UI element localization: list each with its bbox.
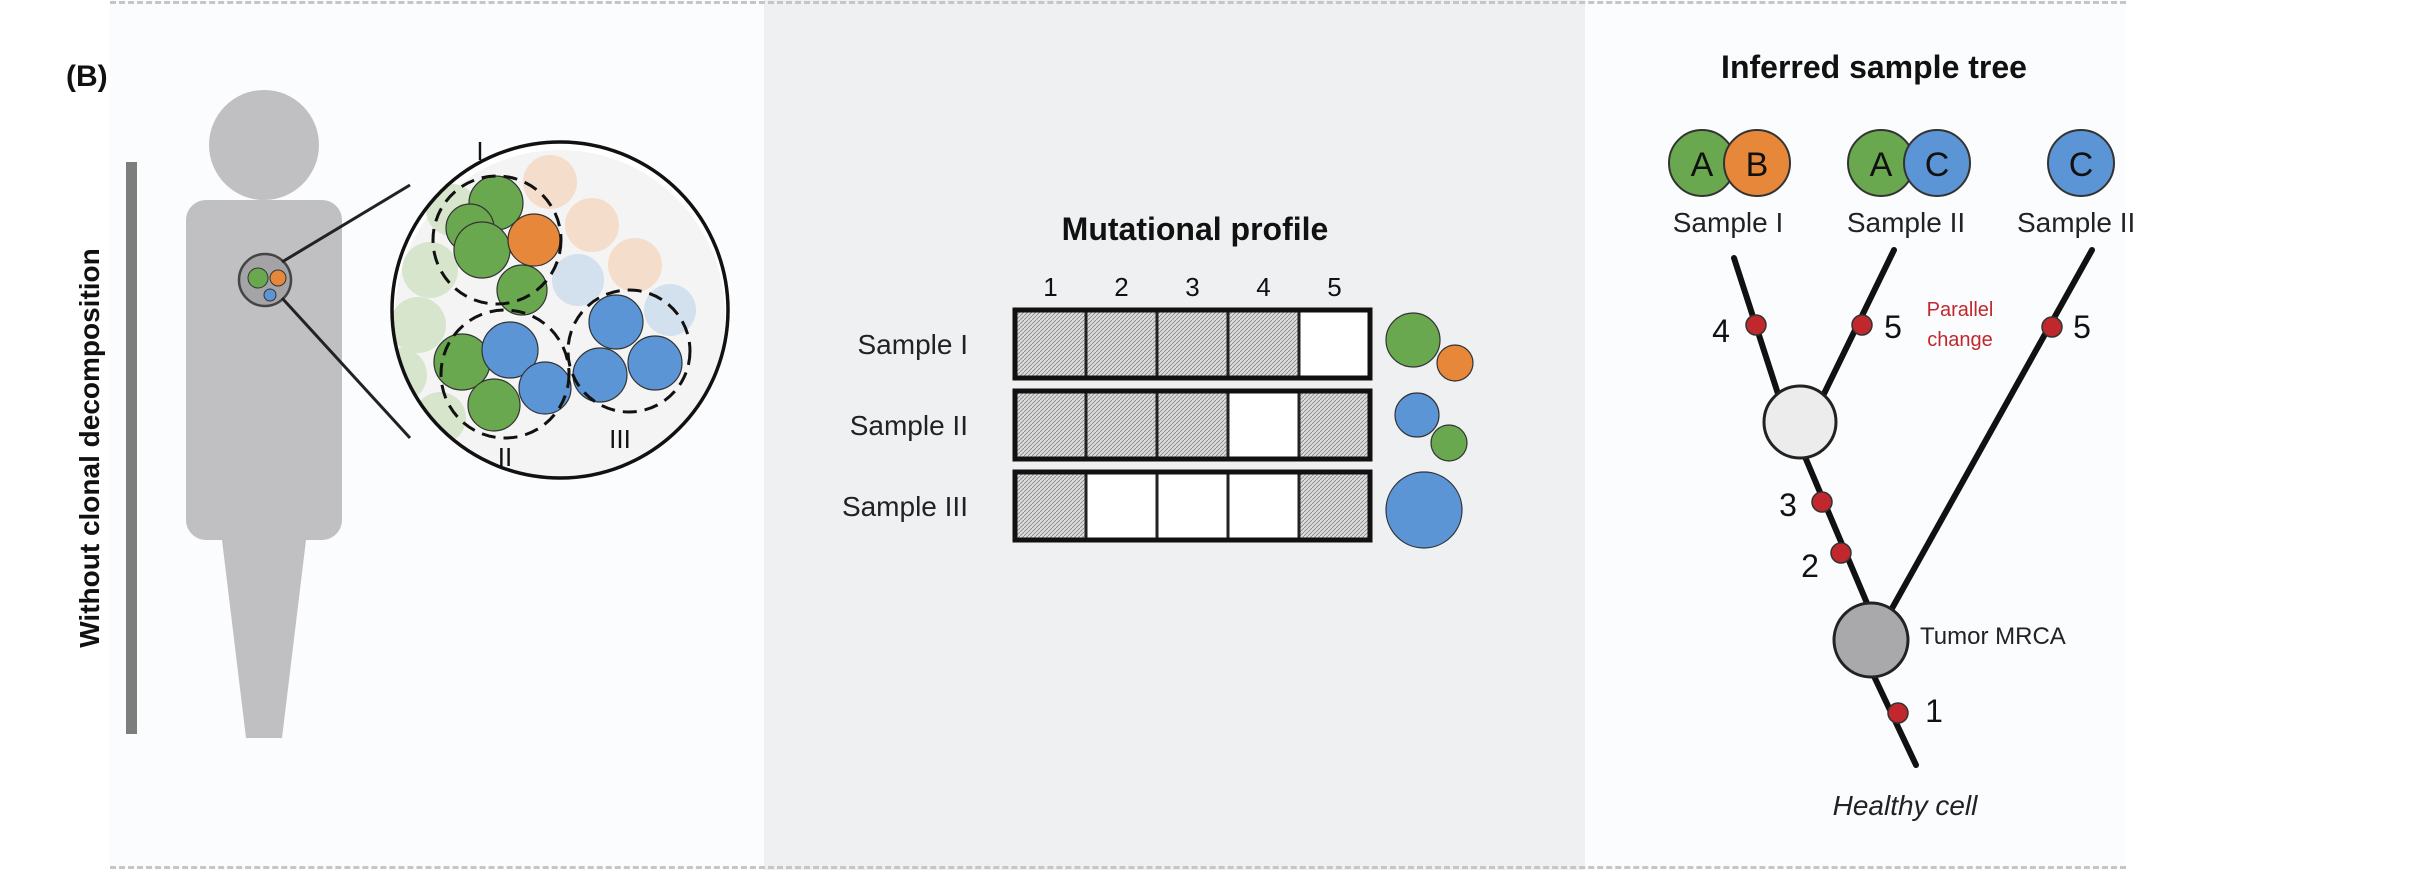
parallel-note-line2: change [1927, 329, 1993, 351]
tree-sample2-label: Sample II [1847, 207, 1965, 238]
row-label: Sample I [858, 329, 969, 360]
tumor-mrca-node [1832, 601, 1910, 679]
sample2-clone-blue [1394, 392, 1440, 438]
cell-wildtype [1226, 470, 1301, 542]
tree-sample2-clone-C [1903, 129, 1971, 197]
tree-sample3-label: Sample II [2017, 207, 2135, 238]
cell-mutated [1297, 470, 1372, 542]
column-header: 3 [1185, 272, 1199, 302]
sample3-clone-blue [1385, 471, 1463, 549]
mutation-label-1: 1 [1925, 693, 1943, 729]
panel-label: (B) [66, 60, 108, 93]
column-header: 1 [1043, 272, 1057, 302]
parallel-note-line1: Parallel [1927, 299, 1994, 321]
cell-mutated [1297, 389, 1372, 461]
human-silhouette [186, 90, 342, 738]
mutation-label-2: 2 [1801, 548, 1819, 584]
region-III-cells [572, 294, 683, 403]
bottom-dashed-border [110, 866, 2126, 869]
row-outline [1012, 469, 1373, 543]
mutation-dot-5a [1851, 314, 1873, 336]
row-outline [1012, 388, 1373, 462]
mutation-dot-4 [1745, 314, 1767, 336]
profile-title: Mutational profile [1062, 211, 1329, 247]
column-header: 5 [1327, 272, 1341, 302]
mutation-label-5a: 5 [1884, 309, 1902, 345]
column-header: 2 [1114, 272, 1128, 302]
internal-node [1762, 384, 1838, 460]
side-bar [126, 162, 137, 734]
tumor-clone-blue [263, 288, 277, 302]
cell-wildtype [1084, 470, 1159, 542]
tree-sample2-clone-C-label: C [1925, 146, 1950, 184]
tree-title: Inferred sample tree [1721, 49, 2027, 85]
region-label-II: II [498, 442, 512, 472]
mutation-dot-5b [2041, 316, 2063, 338]
tumor-mrca-label: Tumor MRCA [1920, 623, 2066, 650]
tree-sample1-label: Sample I [1673, 207, 1784, 238]
mutation-label-3: 3 [1779, 487, 1797, 523]
region-II-outline [439, 308, 571, 440]
mutation-dot-3 [1811, 491, 1833, 513]
cell-mutated [1013, 308, 1088, 380]
region-III-outline [566, 288, 692, 414]
tree-sample1-clone-A-label: A [1691, 146, 1714, 184]
tumor-clone-green [247, 267, 269, 289]
region-I-cells [445, 175, 561, 316]
tree-sample3-clone-C-label: C [2069, 146, 2094, 184]
zoom-outline [390, 140, 730, 480]
tree-sample3-clone-C [2047, 129, 2115, 197]
sample2-clone-green [1430, 424, 1468, 462]
cell-mutated [1155, 389, 1230, 461]
side-label: Without clonal decomposition [74, 248, 105, 648]
sample1-clone-orange [1436, 344, 1474, 382]
mutation-dots [1745, 314, 2063, 724]
tumor-zoom [390, 140, 730, 480]
sample1-clone-green [1385, 312, 1441, 368]
tree-sample2-clone-A-label: A [1870, 146, 1893, 184]
cell-wildtype [1226, 389, 1301, 461]
cell-mutated [1226, 308, 1301, 380]
healthy-cell-label: Healthy cell [1833, 790, 1979, 821]
cell-mutated [1155, 308, 1230, 380]
region-label-III: III [609, 424, 631, 454]
zoom-line-top [281, 183, 411, 264]
row-outline [1012, 307, 1373, 381]
region-label-I: I [476, 136, 483, 166]
cell-wildtype [1297, 308, 1372, 380]
tree-sample1-clone-B [1723, 129, 1791, 197]
mutation-dot-2 [1830, 542, 1852, 564]
zoom-line-bottom [280, 296, 412, 440]
cell-mutated [1013, 389, 1088, 461]
column-header: 4 [1256, 272, 1270, 302]
mutation-dot-1 [1887, 702, 1909, 724]
cell-mutated [1013, 470, 1088, 542]
cell-wildtype [1155, 470, 1230, 542]
region-I-outline [431, 174, 563, 306]
cell-mutated [1084, 308, 1159, 380]
mutation-label-5b: 5 [2073, 309, 2091, 345]
cell-mutated [1084, 389, 1159, 461]
top-dashed-border [110, 1, 2126, 4]
tree-sample1-clone-B-label: B [1746, 146, 1769, 184]
row-label: Sample II [850, 410, 968, 441]
row-label: Sample III [842, 491, 968, 522]
tumor-clone-orange [269, 269, 287, 287]
sample-composition-circles [1385, 312, 1474, 549]
mutation-label-4: 4 [1712, 313, 1730, 349]
